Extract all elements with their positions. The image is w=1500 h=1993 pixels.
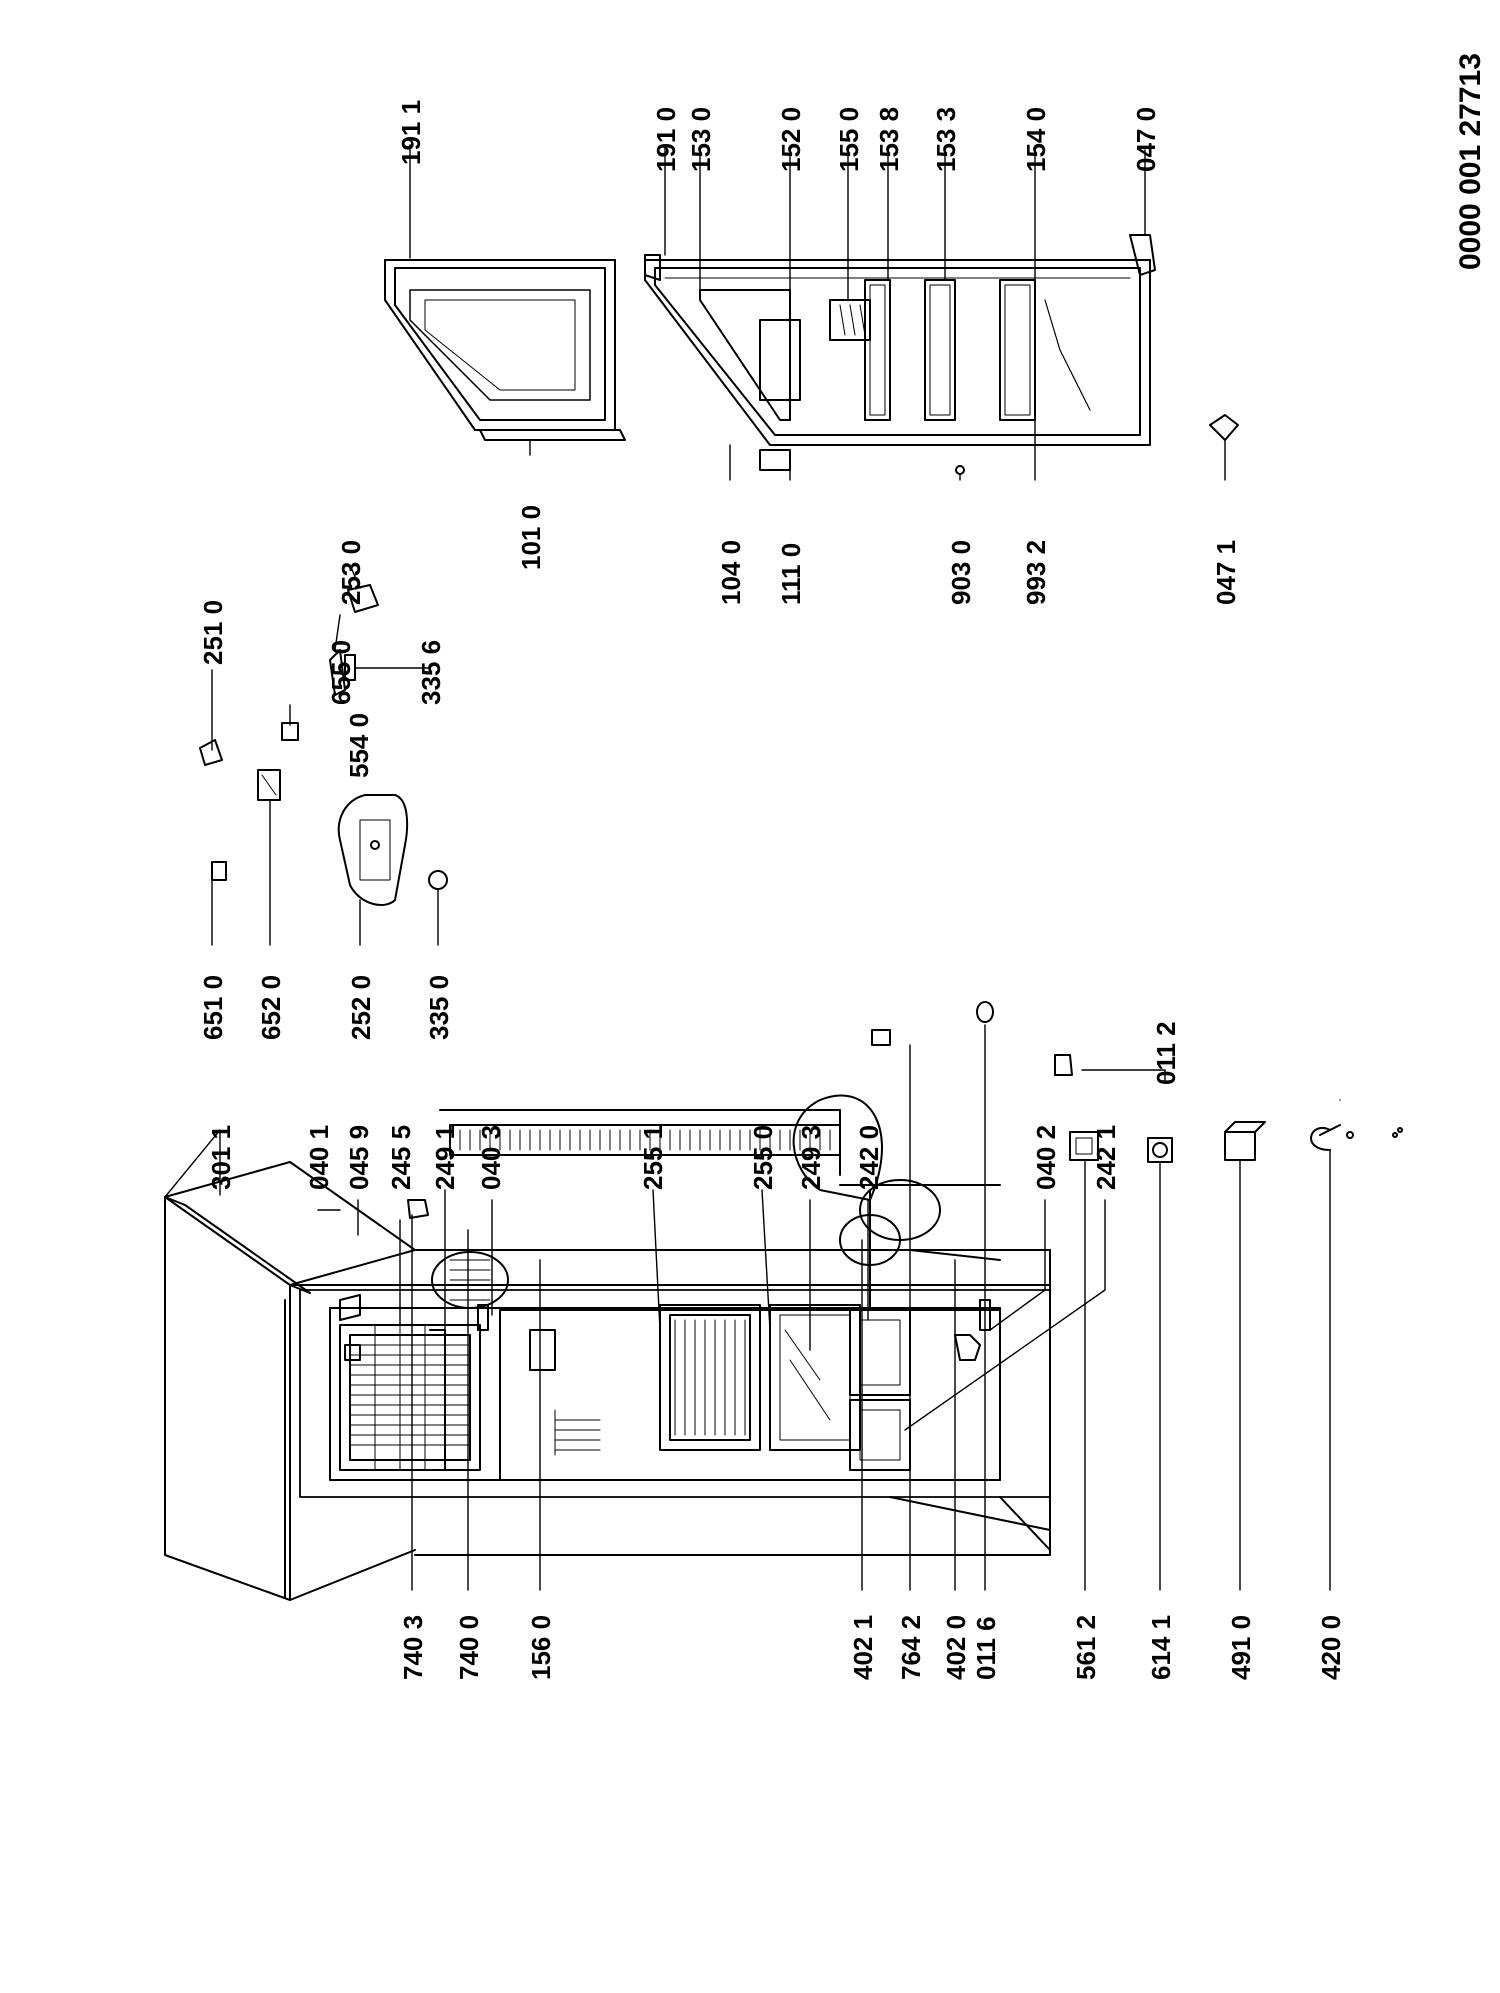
label-242-1: 242 1 bbox=[1091, 1125, 1121, 1190]
label-154-0: 154 0 bbox=[1021, 107, 1051, 172]
condenser-coil bbox=[439, 1109, 841, 1176]
label-614-1: 614 1 bbox=[1146, 1615, 1176, 1680]
label-153-3: 153 3 bbox=[931, 107, 961, 172]
hinge-pin-047-0 bbox=[1129, 234, 1156, 276]
label-655-0: 655 0 bbox=[326, 640, 356, 705]
label-040-2: 040 2 bbox=[1031, 1125, 1061, 1190]
small-electrical-parts bbox=[1069, 1121, 1403, 1163]
screw-903-0 bbox=[955, 465, 965, 475]
leader-lines bbox=[164, 144, 1341, 1591]
label-156-0: 156 0 bbox=[526, 1615, 556, 1680]
label-740-3: 740 3 bbox=[398, 1615, 428, 1680]
label-554-0: 554 0 bbox=[344, 713, 374, 778]
document-code: 0000 001 27713 bbox=[1454, 53, 1487, 270]
label-255-1: 255 1 bbox=[638, 1125, 668, 1190]
label-249-1: 249 1 bbox=[430, 1125, 460, 1190]
label-993-2: 993 2 bbox=[1021, 540, 1051, 605]
label-335-6: 335 6 bbox=[416, 640, 446, 705]
label-104-0: 104 0 bbox=[716, 540, 746, 605]
label-152-0: 152 0 bbox=[776, 107, 806, 172]
label-153-8: 153 8 bbox=[874, 107, 904, 172]
label-561-2: 561 2 bbox=[1071, 1615, 1101, 1680]
label-249-3: 249 3 bbox=[796, 1125, 826, 1190]
label-047-0: 047 0 bbox=[1131, 107, 1161, 172]
label-191-1: 191 1 bbox=[396, 100, 426, 165]
shelf-grid-255-1 bbox=[659, 1304, 761, 1451]
glass-shelf bbox=[769, 1304, 861, 1451]
label-155-0: 155 0 bbox=[834, 107, 864, 172]
label-652-0: 652 0 bbox=[256, 975, 286, 1040]
label-255-0: 255 0 bbox=[748, 1125, 778, 1190]
label-045-9: 045 9 bbox=[344, 1125, 374, 1190]
freezer-compartment bbox=[339, 1304, 489, 1471]
line-drawing bbox=[164, 144, 1403, 1601]
label-651-0: 651 0 bbox=[198, 975, 228, 1040]
label-420-0: 420 0 bbox=[1316, 1615, 1346, 1680]
bottom-hinge bbox=[954, 1334, 981, 1361]
freezer-door bbox=[384, 259, 626, 441]
label-111-0: 111 0 bbox=[776, 543, 806, 605]
label-040-1: 040 1 bbox=[304, 1125, 334, 1190]
label-047-1: 047 1 bbox=[1211, 540, 1241, 605]
label-153-0: 153 0 bbox=[686, 107, 716, 172]
evaporator-plate bbox=[431, 1251, 509, 1309]
hinge-cover-047-1 bbox=[1209, 414, 1239, 441]
label-301-1: 301 1 bbox=[206, 1125, 236, 1190]
front-foot bbox=[976, 1001, 994, 1023]
compressor-assembly bbox=[792, 1094, 1001, 1311]
label-245-5: 245 5 bbox=[386, 1125, 416, 1190]
side-rails bbox=[554, 1409, 601, 1456]
label-903-0: 903 0 bbox=[946, 540, 976, 605]
part-number-labels: 301 1 040 1 045 9 245 5 249 1 040 3 255 … bbox=[198, 100, 1346, 1680]
label-253-0: 253 0 bbox=[336, 540, 366, 605]
control-parts bbox=[199, 584, 448, 906]
label-251-0: 251 0 bbox=[198, 600, 228, 665]
label-040-3: 040 3 bbox=[476, 1125, 506, 1190]
label-764-2: 764 2 bbox=[896, 1615, 926, 1680]
label-740-0: 740 0 bbox=[454, 1615, 484, 1680]
label-402-0: 402 0 bbox=[941, 1615, 971, 1680]
thermostat-housing bbox=[529, 1329, 556, 1371]
label-491-0: 491 0 bbox=[1226, 1615, 1256, 1680]
label-252-0: 252 0 bbox=[346, 975, 376, 1040]
label-402-1: 402 1 bbox=[848, 1615, 878, 1680]
label-335-0: 335 0 bbox=[424, 975, 454, 1040]
cabinet-body bbox=[164, 1161, 1051, 1601]
label-101-0: 101 0 bbox=[516, 505, 546, 570]
label-011-6: 011 6 bbox=[971, 1616, 1001, 1680]
top-hinge bbox=[339, 1294, 361, 1321]
fitting-764-2 bbox=[871, 1029, 891, 1046]
label-242-0: 242 0 bbox=[854, 1125, 884, 1190]
label-011-2: 011 2 bbox=[1151, 1021, 1181, 1085]
fridge-door bbox=[644, 254, 1151, 471]
adjustable-foot bbox=[1054, 1054, 1073, 1076]
label-191-0: 191 0 bbox=[651, 107, 681, 172]
cap-740-3 bbox=[407, 1199, 429, 1219]
